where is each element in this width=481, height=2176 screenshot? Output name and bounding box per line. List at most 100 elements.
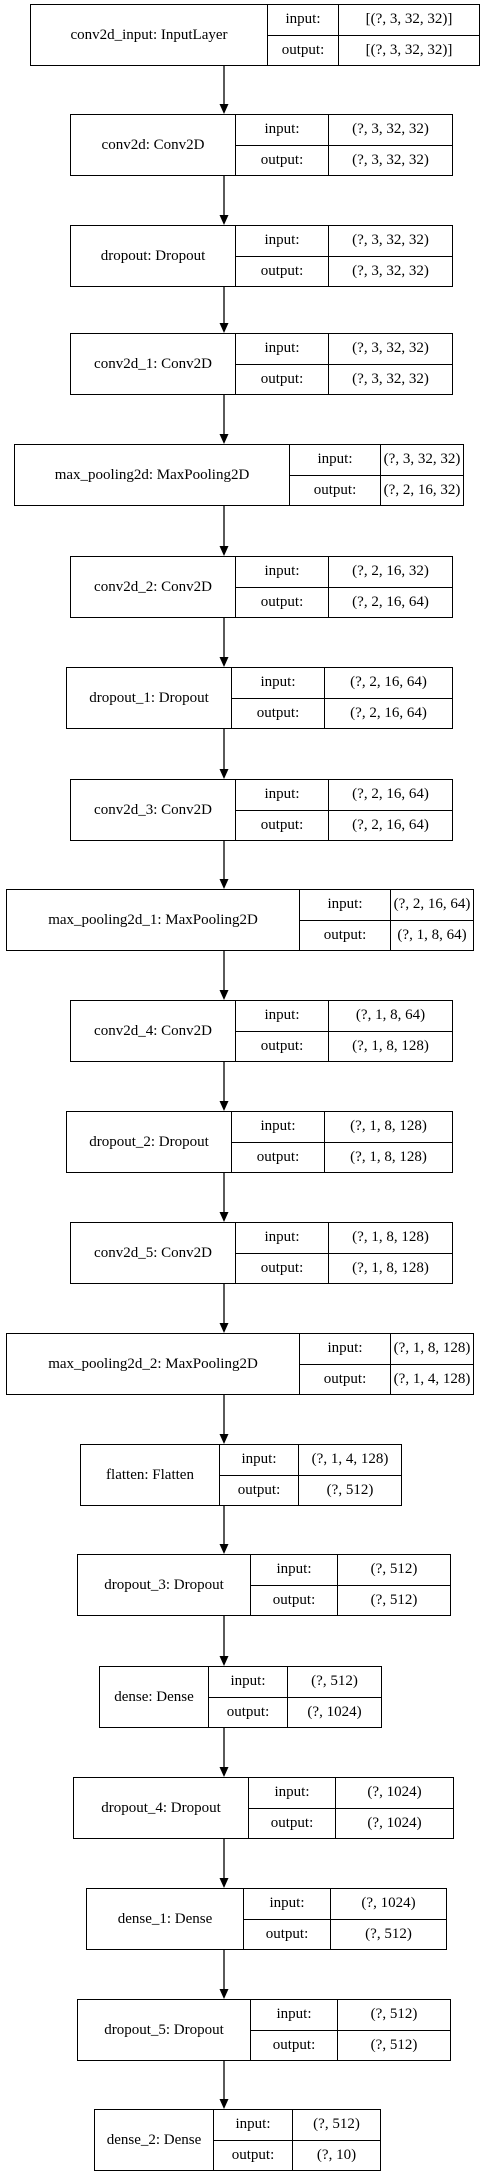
input-row: input:(?, 1, 8, 64)	[236, 1001, 452, 1031]
input-label: input:	[232, 668, 325, 698]
arrowhead	[219, 1767, 229, 1777]
output-shape: (?, 3, 32, 32)	[352, 262, 429, 279]
output-label: output:	[290, 475, 381, 505]
input-label: input:	[236, 115, 329, 145]
layer-name: conv2d_input: InputLayer	[31, 5, 268, 65]
layer-name: dropout_1: Dropout	[67, 668, 232, 728]
layer-name: max_pooling2d: MaxPooling2D	[15, 445, 290, 505]
input-label: input:	[214, 2110, 293, 2140]
layer-ports: input:(?, 512)output:(?, 512)	[251, 1555, 450, 1615]
layer-ports: input:[(?, 3, 32, 32)]output:[(?, 3, 32,…	[268, 5, 479, 65]
arrowhead	[219, 990, 229, 1000]
layer-ports: input:(?, 2, 16, 64)output:(?, 1, 8, 64)	[300, 890, 473, 950]
arrowhead	[219, 434, 229, 444]
output-label: output:	[249, 1808, 336, 1838]
output-shape: (?, 1, 4, 128)	[393, 1370, 471, 1387]
output-label: output:	[251, 1585, 338, 1615]
input-row: input:(?, 2, 16, 64)	[300, 890, 473, 920]
input-row: input: (?, 512)	[251, 2000, 450, 2030]
input-shape: (?, 3, 32, 32)	[383, 451, 461, 468]
arrowhead	[219, 769, 229, 779]
arrowhead	[219, 1878, 229, 1888]
output-label: output:	[236, 364, 329, 394]
layer-name: flatten: Flatten	[81, 1445, 220, 1505]
arrowhead	[219, 546, 229, 556]
arrowhead	[219, 1989, 229, 1999]
layer-name: dense_2: Dense	[95, 2110, 214, 2170]
output-row: output: (?, 512)	[220, 1474, 401, 1505]
input-shape: (?, 1, 4, 128)	[311, 1451, 389, 1468]
layer-name: dense_1: Dense	[87, 1889, 244, 1949]
input-shape: (?, 1, 8, 64)	[355, 1007, 426, 1024]
layer-ports: input: (?, 512) output:(?, 10)	[214, 2110, 380, 2170]
output-label: output:	[236, 810, 329, 840]
output-label: output:	[209, 1697, 288, 1727]
arrowhead	[219, 1544, 229, 1554]
output-row: output:(?, 10)	[214, 2139, 380, 2170]
input-shape: (?, 1024)	[367, 1784, 422, 1801]
output-shape: (?, 1, 8, 128)	[350, 1148, 427, 1165]
input-shape: (?, 1024)	[361, 1895, 416, 1912]
output-shape: (?, 1024)	[307, 1703, 362, 1720]
layer-ports: input: (?, 512) output: (?, 512)	[251, 2000, 450, 2060]
output-row: output:(?, 3, 32, 32)	[236, 144, 452, 175]
layer-name: max_pooling2d_1: MaxPooling2D	[7, 890, 300, 950]
layer-ports: input:(?, 512)output:(?, 1024)	[209, 1667, 381, 1727]
input-label: input:	[251, 2000, 338, 2030]
layer-ports: input:(?, 2, 16, 64)output:(?, 2, 16, 64…	[236, 780, 452, 840]
input-row: input:(?, 2, 16, 64)	[232, 668, 452, 698]
input-shape: (?, 512)	[370, 2006, 418, 2023]
arrowhead	[219, 1101, 229, 1111]
input-shape: (?, 512)	[313, 2116, 360, 2133]
output-label: output:	[232, 1142, 325, 1172]
output-shape: (?, 512)	[370, 2036, 418, 2053]
output-label: output:	[236, 256, 329, 286]
input-shape: (?, 3, 32, 32)	[352, 232, 429, 249]
input-label: input:	[300, 1334, 391, 1364]
layer-name: dropout_3: Dropout	[78, 1555, 251, 1615]
output-row: output: (?, 512)	[251, 2029, 450, 2060]
input-label: input:	[220, 1445, 299, 1475]
output-shape: (?, 512)	[326, 1481, 374, 1498]
output-shape: (?, 3, 32, 32)	[352, 151, 429, 168]
output-shape: (?, 3, 32, 32)	[352, 370, 429, 387]
output-shape: (?, 1, 8, 128)	[352, 1259, 429, 1276]
output-label: output:	[251, 2030, 338, 2060]
arrowhead	[219, 104, 229, 114]
input-row: input:(?, 3, 32, 32)	[236, 226, 452, 256]
arrowhead	[219, 323, 229, 333]
input-label: input:	[244, 1889, 331, 1919]
input-row: input:(?, 1024)	[249, 1778, 453, 1808]
output-label: output:	[220, 1475, 299, 1505]
layer-name: conv2d_3: Conv2D	[71, 780, 236, 840]
output-shape: (?, 10)	[316, 2146, 357, 2163]
input-label: input:	[236, 334, 329, 364]
arrowhead	[219, 879, 229, 889]
arrowhead	[219, 1212, 229, 1222]
output-shape: (?, 512)	[365, 1925, 412, 1942]
layer-name: dropout: Dropout	[71, 226, 236, 286]
output-row: output:(?, 1024)	[249, 1807, 453, 1838]
layer-ports: input:(?, 2, 16, 32)output:(?, 2, 16, 64…	[236, 557, 452, 617]
layer-name: dense: Dense	[100, 1667, 209, 1727]
input-shape: (?, 2, 16, 64)	[352, 786, 429, 803]
input-label: input:	[209, 1667, 288, 1697]
output-label: output:	[236, 1031, 329, 1061]
output-row: output:(?, 1, 8, 64)	[300, 919, 473, 950]
layer-name: conv2d_5: Conv2D	[71, 1223, 236, 1283]
output-row: output:(?, 2, 16, 64)	[236, 586, 452, 617]
